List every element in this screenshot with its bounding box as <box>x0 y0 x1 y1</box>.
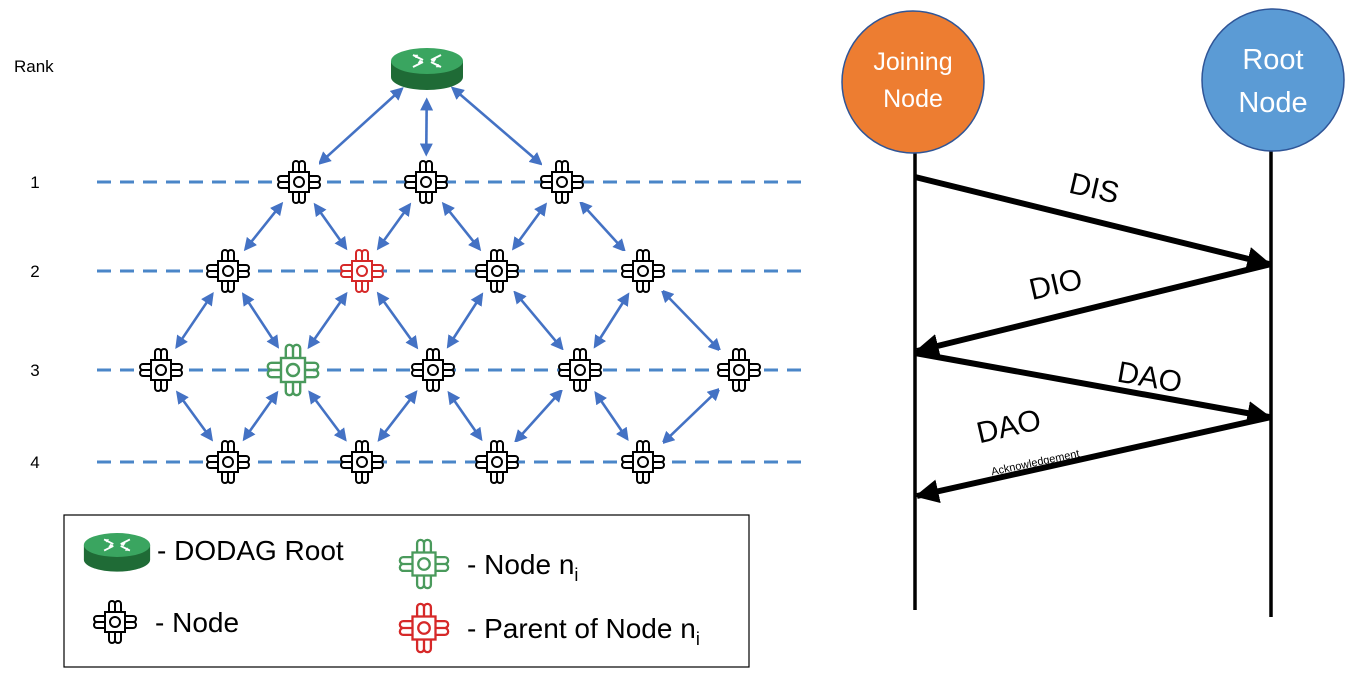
rank-label: 1 <box>30 173 39 192</box>
link-arrow <box>441 201 482 252</box>
node <box>404 160 448 204</box>
joining-node-line1: Joining <box>873 48 952 76</box>
link-arrow <box>446 292 484 349</box>
node <box>621 440 665 484</box>
chip-icon <box>398 538 450 590</box>
root-node: Root Node <box>1201 8 1345 152</box>
node <box>139 348 183 392</box>
node <box>411 348 455 392</box>
message-arrow <box>914 174 1272 271</box>
link-arrow <box>376 202 412 251</box>
link-arrow <box>317 87 404 165</box>
router-icon <box>82 532 152 573</box>
link-arrow <box>450 86 543 166</box>
message-label: DIO <box>1026 263 1085 307</box>
rank-label: 3 <box>30 361 39 380</box>
link-arrow <box>242 390 279 442</box>
node <box>277 160 321 204</box>
link-arrow <box>175 292 214 349</box>
legend-joining-sub: i <box>574 565 578 585</box>
router-icon <box>390 47 464 91</box>
chip-icon <box>93 600 137 644</box>
node <box>475 249 519 293</box>
message-arrow <box>914 350 1272 425</box>
chip-icon <box>398 602 450 654</box>
legend-parent-label: - Parent of Node ni <box>467 613 700 649</box>
legend-root-icon <box>82 532 152 573</box>
parent-node <box>340 249 384 293</box>
legend-node-icon <box>93 600 137 644</box>
root-node-line2: Node <box>1238 87 1307 119</box>
node <box>206 440 250 484</box>
link-arrow <box>313 202 348 251</box>
node <box>717 348 761 392</box>
sequence-panel: Joining Node Root Node DISDIODAODAOAckno… <box>841 8 1345 617</box>
message-label: DAO <box>973 403 1044 450</box>
message-arrow <box>914 261 1272 358</box>
legend-parent-sub: i <box>696 629 700 649</box>
joining-node: Joining Node <box>841 10 985 154</box>
link-arrow <box>661 387 721 445</box>
link-arrow <box>241 292 280 349</box>
joining-node-ni <box>266 343 320 397</box>
joining-node-line2: Node <box>883 85 943 113</box>
legend-joining-icon <box>398 538 450 590</box>
dodag-root <box>390 47 464 91</box>
message-arrow <box>914 414 1272 504</box>
rank-label: 4 <box>30 453 39 472</box>
legend-root-label: - DODAG Root <box>157 535 344 566</box>
link-arrow <box>514 388 563 444</box>
legend-node-label: - Node <box>155 607 239 638</box>
rank-label: 2 <box>30 262 39 281</box>
node <box>475 440 519 484</box>
legend-joining-label: - Node ni <box>467 549 578 585</box>
legend-border <box>63 514 750 668</box>
legend-parent-icon <box>398 602 450 654</box>
link-arrow <box>579 200 626 253</box>
node <box>206 249 250 293</box>
link-arrow <box>307 291 348 350</box>
rank-title: Rank <box>14 57 54 76</box>
node <box>540 160 584 204</box>
link-arrow <box>308 390 347 442</box>
root-node-line1: Root <box>1242 44 1303 76</box>
node-links <box>175 86 722 445</box>
link-arrow <box>447 390 483 442</box>
joining-node-circle <box>841 10 985 154</box>
node <box>558 348 602 392</box>
node <box>340 440 384 484</box>
link-arrow <box>376 291 419 350</box>
legend: - DODAG Root - Node - Node ni - Parent o… <box>63 514 750 668</box>
link-arrow <box>593 292 630 349</box>
nodes <box>139 160 761 484</box>
node <box>621 249 665 293</box>
link-arrow <box>243 201 284 252</box>
link-arrow <box>594 390 629 442</box>
link-arrow <box>175 390 214 442</box>
topology-panel: Rank 1 2 3 4 <box>14 47 810 484</box>
message-label: DIS <box>1066 167 1122 210</box>
root-node-circle <box>1201 8 1345 152</box>
link-arrow <box>513 290 564 351</box>
link-arrow <box>377 390 418 442</box>
legend-joining-text: - Node n <box>467 549 574 580</box>
link-arrow <box>660 289 722 352</box>
legend-parent-text: - Parent of Node n <box>467 613 696 644</box>
link-arrow <box>511 202 548 251</box>
